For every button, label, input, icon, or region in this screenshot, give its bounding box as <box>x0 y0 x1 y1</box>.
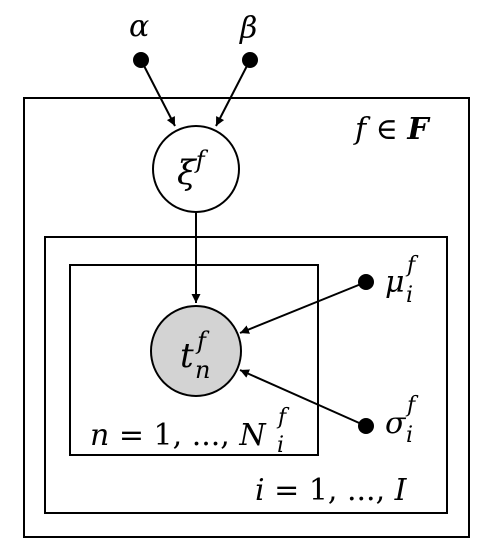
edge-sigma-t <box>239 369 367 427</box>
plate-outer <box>23 97 470 538</box>
beta-label: β <box>239 11 257 46</box>
xi-node <box>152 125 240 213</box>
edge-alpha-xi <box>140 59 176 127</box>
edge-beta-xi <box>215 59 251 127</box>
plate-inner <box>69 264 319 456</box>
plate-middle <box>44 236 448 514</box>
edge-mu-t <box>239 281 367 334</box>
sigma-node <box>358 418 374 434</box>
t-node <box>150 305 242 397</box>
plate-middle-label: i = 1, ..., I <box>255 473 408 508</box>
alpha-label: α <box>129 9 149 44</box>
alpha-node <box>133 52 149 68</box>
mu-node <box>358 274 374 290</box>
plate-outer-label: f ∈ F <box>353 112 431 147</box>
beta-node <box>242 52 258 68</box>
